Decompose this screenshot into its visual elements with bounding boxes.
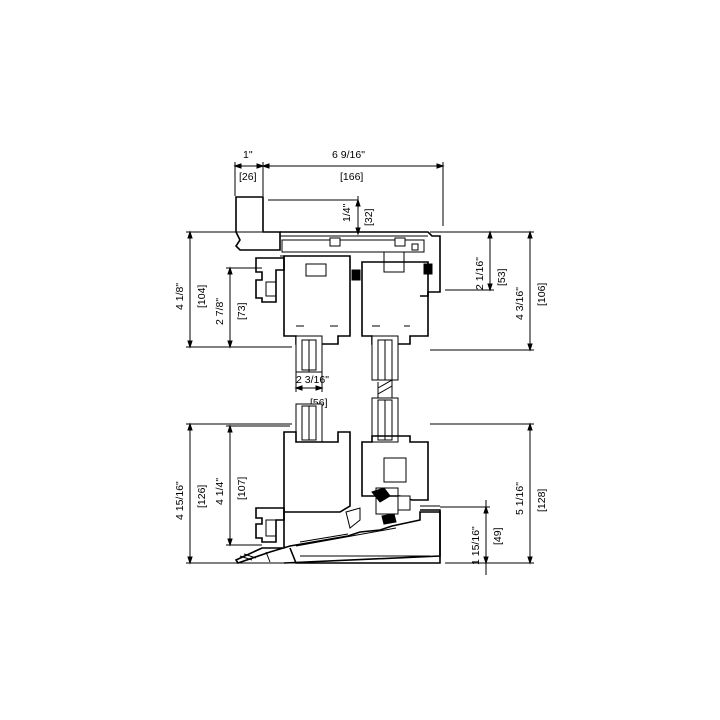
dim-head-right-label: 2 1/16": [474, 257, 486, 290]
dim-sill-step-label: 1 15/16": [470, 526, 482, 565]
dim-quarter-label: 1/4": [341, 203, 353, 222]
dim-1in-label: 1": [243, 149, 253, 161]
dim-head-total-label: 4 3/16": [514, 287, 526, 320]
head-step-dim: [268, 196, 361, 236]
dim-glass-label: 2 3/16": [296, 374, 329, 386]
dim-head-total-mm-label: [106]: [536, 283, 548, 306]
break-symbol: [377, 379, 393, 400]
sill-left-dims: [186, 422, 300, 565]
head-frame-profile: [234, 196, 441, 345]
dim-sill-inner-label: 4 1/4": [214, 478, 226, 505]
head-left-dims: [186, 230, 292, 349]
dim-sill-inner-mm-label: [107]: [236, 477, 248, 500]
dim-overall-mm-label: [166]: [340, 171, 363, 183]
dim-head-left-label: 4 1/8": [174, 283, 186, 310]
dim-26mm-label: [26]: [239, 171, 257, 183]
dim-sill-left-label: 4 15/16": [174, 481, 186, 520]
dim-head-inner-mm-label: [73]: [236, 302, 248, 320]
head-right-dims: [430, 230, 534, 352]
sill-right-dims: [430, 422, 534, 575]
glazing-lower: [295, 397, 399, 443]
dim-overall-label: 6 9/16": [332, 149, 365, 161]
dim-sill-left-mm-label: [126]: [196, 485, 208, 508]
glazing-upper: [295, 335, 399, 381]
dim-sill-right-label: 5 1/16": [514, 482, 526, 515]
dim-head-left-mm-label: [104]: [196, 285, 208, 308]
top-dimension-lines: [233, 162, 445, 226]
dim-head-inner-label: 2 7/8": [214, 298, 226, 325]
dim-sill-step-mm-label: [49]: [492, 527, 504, 545]
sill-frame-profile: [234, 431, 441, 564]
dim-32mm-label: [32]: [363, 208, 375, 226]
dim-head-right-mm-label: [53]: [496, 268, 508, 286]
glass-width-dim: [294, 354, 324, 392]
dim-sill-right-mm-label: [128]: [536, 489, 548, 512]
